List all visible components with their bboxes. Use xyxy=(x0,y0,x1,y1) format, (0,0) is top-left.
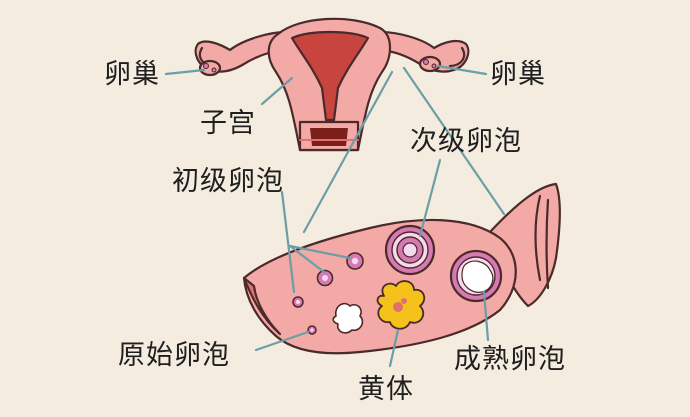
label-corpus-luteum: 黄体 xyxy=(358,374,414,405)
enlarged-ovary xyxy=(242,182,561,355)
label-primordial-follicle: 原始卵泡 xyxy=(118,340,230,371)
uterus-illustration xyxy=(194,17,470,152)
cervical-canal xyxy=(310,128,348,146)
label-uterus: 子宫 xyxy=(200,108,256,139)
right-ovary-small xyxy=(418,55,442,73)
ovary-cut-edge xyxy=(242,276,282,336)
label-primary-follicle: 初级卵泡 xyxy=(172,166,284,197)
label-ovary-right: 卵巢 xyxy=(490,59,546,90)
leader-lines xyxy=(164,64,506,368)
primary-follicles xyxy=(316,252,364,287)
secondary-follicle xyxy=(384,224,436,276)
right-fallopian-tube xyxy=(364,30,470,73)
left-ovary-small xyxy=(198,59,222,77)
mature-follicle xyxy=(449,249,503,303)
primordial-follicles xyxy=(292,296,317,335)
corpus-luteum xyxy=(376,280,426,330)
atretic-follicle xyxy=(332,302,364,334)
label-ovary-left: 卵巢 xyxy=(104,59,160,90)
ovary-body xyxy=(242,218,517,355)
label-secondary-follicle: 次级卵泡 xyxy=(410,126,522,157)
uterine-cavity xyxy=(290,30,370,122)
label-mature-follicle: 成熟卵泡 xyxy=(454,344,566,375)
